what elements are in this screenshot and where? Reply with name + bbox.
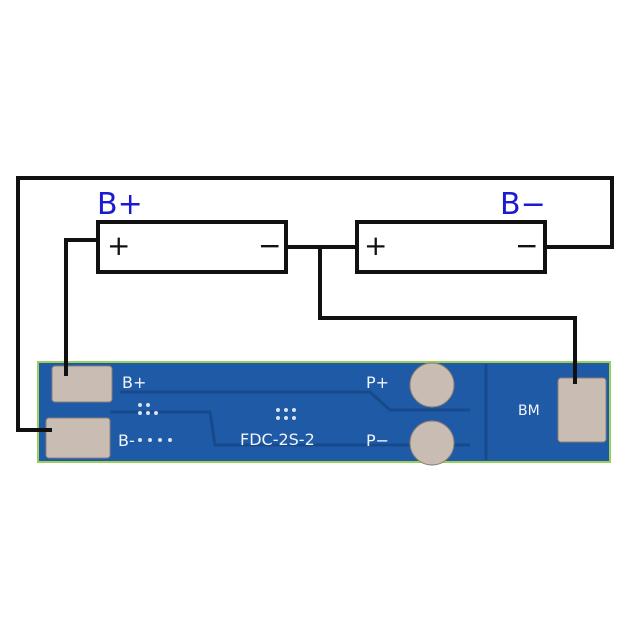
silk-b-plus: B+ [122,373,147,392]
label-b-plus: B+ [97,187,143,222]
silk-bm: BM [518,403,540,419]
pcb-trace [110,390,470,447]
silk-model: FDC-2S-2 [240,430,315,449]
pad-b-minus [45,417,111,459]
pcb-vias [138,403,296,442]
battery1-minus: − [258,229,282,262]
battery2-plus: + [364,229,388,262]
battery-1 [96,220,288,274]
pad-p-minus [409,420,455,466]
battery-2 [355,220,547,274]
pad-b-plus [51,365,113,403]
silk-p-minus: P− [366,431,390,450]
wire-bm [318,247,577,384]
battery2-minus: − [515,229,539,262]
battery1-plus: + [107,229,131,262]
silk-b-minus: B- [118,431,135,450]
wire-b-minus-to-board [16,176,614,432]
wire-b-plus-to-board [64,238,98,376]
silk-p-plus: P+ [366,373,390,392]
pad-p-plus [409,362,455,408]
label-b-minus: B− [500,187,546,222]
pad-bm [557,377,607,443]
